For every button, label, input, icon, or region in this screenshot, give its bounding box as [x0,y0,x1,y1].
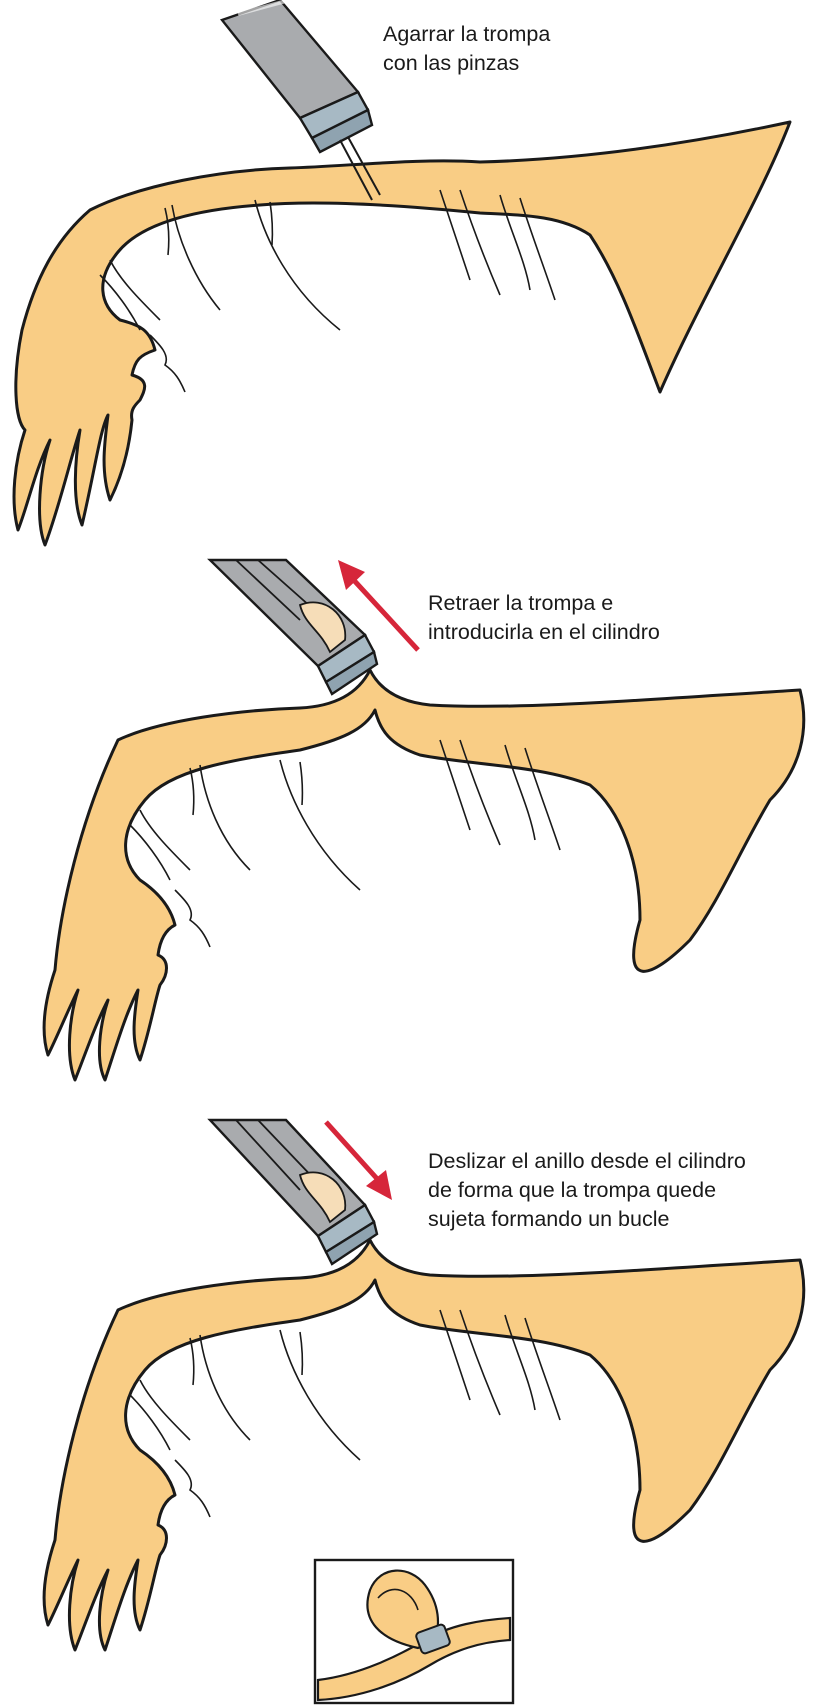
fallopian-tube-body [44,670,804,1080]
step-3-caption: Deslizar el anillo desde el cilindro de … [428,1147,746,1234]
fallopian-tube-body [14,122,790,545]
ring-applicator-cylinder [210,1120,377,1264]
step-1-caption-line-1: Agarrar la trompa [383,20,550,49]
inset-tube-loop-detail [315,1560,513,1703]
step-1-illustration [0,0,831,560]
step-1-caption-line-2: con las pinzas [383,49,550,78]
step-3-caption-line-1: Deslizar el anillo desde el cilindro [428,1147,746,1176]
step-1-caption: Agarrar la trompa con las pinzas [383,20,550,78]
step-2-illustration [0,560,831,1120]
step-1-panel: Agarrar la trompa con las pinzas [0,0,831,560]
step-2-caption-line-1: Retraer la trompa e [428,589,660,618]
step-3-panel: Deslizar el anillo desde el cilindro de … [0,1120,831,1705]
step-3-caption-line-3: sujeta formando un bucle [428,1205,746,1234]
step-2-panel: Retraer la trompa e introducirla en el c… [0,560,831,1120]
step-2-caption: Retraer la trompa e introducirla en el c… [428,589,660,647]
step-3-caption-line-2: de forma que la trompa quede [428,1176,746,1205]
step-2-caption-line-2: introducirla en el cilindro [428,618,660,647]
